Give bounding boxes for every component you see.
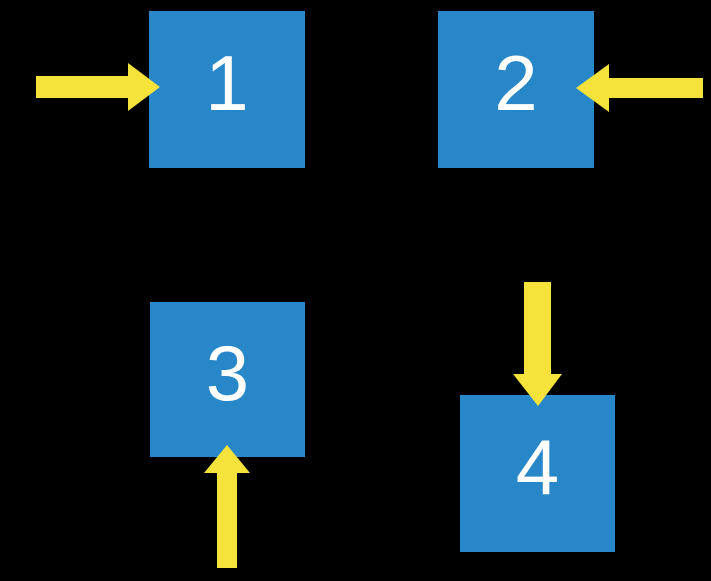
square-3-label: 3 — [205, 328, 250, 417]
arrow-up-icon — [204, 445, 250, 568]
arrow-right-icon — [36, 63, 160, 111]
square-2: 2 — [438, 11, 594, 168]
square-1: 1 — [149, 11, 305, 168]
arrow-left-icon — [576, 64, 703, 112]
square-4: 4 — [460, 395, 615, 552]
square-3: 3 — [150, 302, 305, 457]
square-2-label: 2 — [494, 38, 538, 127]
square-1-label: 1 — [205, 38, 249, 127]
arrow-down-icon — [513, 282, 562, 406]
square-4-label: 4 — [515, 422, 560, 511]
